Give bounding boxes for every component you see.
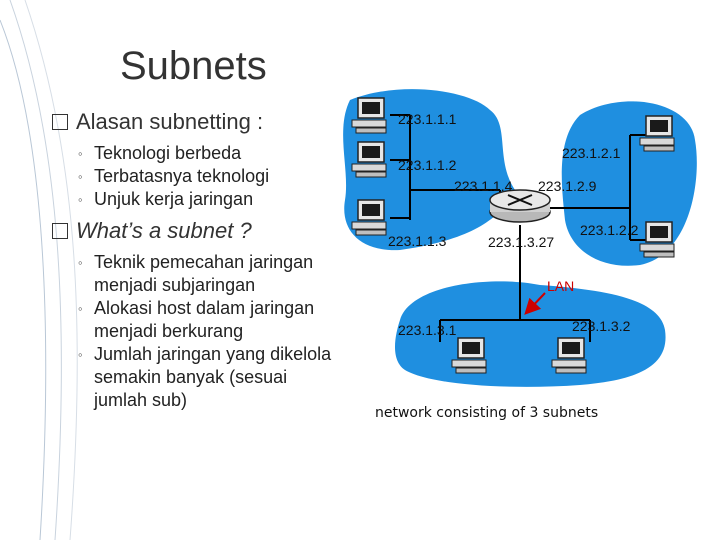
router-icon: [489, 189, 551, 223]
bullet-text: What’s a subnet ?: [76, 218, 252, 243]
address-label: 223.1.2.1: [562, 145, 621, 161]
circle-bullet-icon: ◦: [78, 192, 83, 207]
circle-bullet-icon: ◦: [78, 347, 83, 362]
sub-bullet-text: Unjuk kerja jaringan: [94, 189, 254, 209]
circle-bullet-icon: ◦: [78, 301, 83, 316]
sub-bullet: ◦ Terbatasnya teknologi: [48, 165, 338, 188]
checkbox-bullet-icon: [52, 223, 68, 239]
sub-bullet: ◦ Teknologi berbeda: [48, 142, 338, 165]
circle-bullet-icon: ◦: [78, 146, 83, 161]
sub-bullet: ◦ Teknik pemecahan jaringan menjadi subja…: [48, 251, 338, 297]
circle-bullet-icon: ◦: [78, 169, 83, 184]
sub-bullet-text: Jumlah jaringan yang dikelola semakin ba…: [94, 344, 332, 410]
sub-bullet-text: Teknik pemecahan jaringan menjadi subjar…: [94, 252, 314, 295]
bullet-text: Alasan subnetting :: [76, 109, 264, 134]
sub-bullet-text: Teknologi berbeda: [94, 143, 242, 163]
sub-bullet-text: Terbatasnya teknologi: [94, 166, 270, 186]
address-label: 223.1.1.2: [398, 157, 457, 173]
address-label: 223.1.2.2: [580, 222, 639, 238]
address-label: 223.1.3.1: [398, 322, 457, 338]
sub-bullet: ◦ Alokasi host dalam jaringan menjadi ber…: [48, 297, 338, 343]
slide-title: Subnets: [120, 44, 267, 88]
address-label: 223.1.3.2: [572, 318, 631, 334]
address-label: 223.1.2.9: [538, 178, 597, 194]
address-label: 223.1.1.3: [388, 233, 447, 249]
bullet-group-reasons: Alasan subnetting : ◦ Teknologi berbeda ◦…: [48, 108, 338, 211]
bullet-reasons: Alasan subnetting :: [48, 108, 338, 136]
circle-bullet-icon: ◦: [78, 255, 83, 270]
bullet-group-subnet: What’s a subnet ? ◦ Teknik pemecahan jari…: [48, 217, 338, 412]
address-label: 223.1.3.27: [488, 234, 554, 250]
bullet-list: Alasan subnetting : ◦ Teknologi berbeda ◦…: [48, 108, 338, 418]
sub-bullet: ◦ Jumlah jaringan yang dikelola semakin b…: [48, 343, 338, 412]
decorative-lines: [0, 0, 78, 540]
bullet-what-is-subnet: What’s a subnet ?: [48, 217, 338, 245]
diagram-caption: network consisting of 3 subnets: [375, 405, 598, 421]
sub-bullet-text: Alokasi host dalam jaringan menjadi berk…: [94, 298, 315, 341]
lan-arrow: [524, 292, 546, 315]
lan-label: LAN: [547, 278, 574, 294]
sub-bullet: ◦ Unjuk kerja jaringan: [48, 188, 338, 211]
checkbox-bullet-icon: [52, 114, 68, 130]
address-label: 223.1.1.4: [454, 178, 513, 194]
address-label: 223.1.1.1: [398, 111, 457, 127]
network-diagram: 223.1.1.1 223.1.1.2 223.1.1.3 223.1.1.4 …: [343, 89, 697, 421]
